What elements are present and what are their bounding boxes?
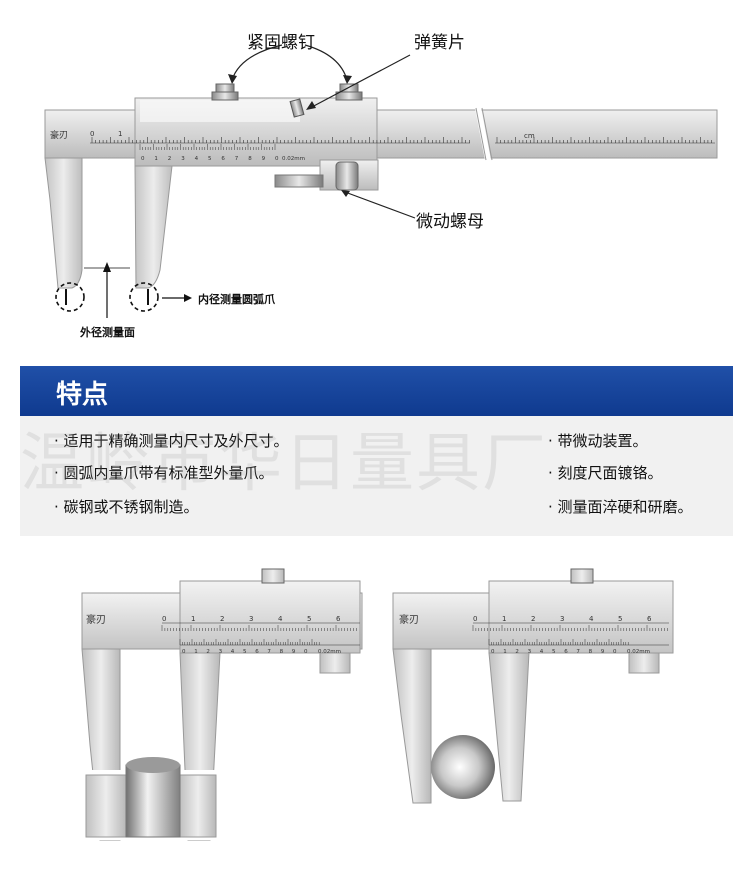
- scale-number: 5: [307, 615, 311, 623]
- scale-number: 4: [278, 615, 283, 623]
- vernier-number: 0: [613, 649, 617, 655]
- svg-text:0: 0: [90, 130, 94, 138]
- scale-number: 6: [221, 156, 225, 162]
- feature-right-2: · 刻度尺面镀铬。: [548, 464, 663, 482]
- features-title: 特点: [56, 380, 109, 410]
- feature-right-3: · 测量面淬硬和研磨。: [548, 498, 693, 516]
- scale-number: 0: [473, 615, 477, 623]
- vernier-number: 0: [182, 649, 186, 655]
- scale-number: 5: [618, 615, 622, 623]
- vernier-number: 9: [601, 649, 605, 655]
- label-fine-adjust-nut: 微动螺母: [416, 212, 484, 232]
- vernier-number: 1: [194, 649, 198, 655]
- example-ball-measurement: 豪刃 0 1 2 3 4 5 6 0 1 2 3 4 5 6 7 8 9 0 0.02mm: [385, 565, 685, 805]
- scale-number: 3: [249, 615, 253, 623]
- features-panel: · 适用于精确测量内尺寸及外尺寸。 · 圆弧内量爪带有标准型外量爪。 · 碳钢或…: [20, 416, 733, 536]
- scale-number: 0: [141, 156, 145, 162]
- vernier-number: 1: [503, 649, 507, 655]
- fine-adjust-nut-icon: [335, 161, 359, 191]
- label-lock-screw: 紧固螺钉: [247, 33, 315, 53]
- scale-number: 2: [168, 156, 172, 162]
- svg-text:1: 1: [118, 130, 122, 138]
- scale-number: 0: [275, 156, 279, 162]
- vernier-number: 7: [267, 649, 271, 655]
- scale-number: 7: [235, 156, 239, 162]
- scale-number: 2: [220, 615, 224, 623]
- fixed-jaw: [44, 157, 83, 289]
- scale-number: 1: [154, 156, 158, 162]
- vernier-number: 7: [576, 649, 580, 655]
- svg-text:豪刃: 豪刃: [50, 129, 68, 141]
- scale-number: 2: [531, 615, 535, 623]
- vernier-unit: 0.02mm: [282, 156, 305, 162]
- vernier-number: 0: [491, 649, 495, 655]
- scale-number: 9: [262, 156, 266, 162]
- scale-number: 1: [502, 615, 506, 623]
- features-banner: 特点: [20, 366, 733, 416]
- vernier-number: 3: [528, 649, 532, 655]
- svg-text:豪刃: 豪刃: [399, 613, 419, 626]
- vernier-number: 6: [255, 649, 259, 655]
- label-outer-face: 外径测量面: [80, 326, 135, 339]
- scale-number: 3: [181, 156, 185, 162]
- vernier-unit: 0.02mm: [627, 649, 650, 655]
- vernier-number: 5: [552, 649, 556, 655]
- vernier-number: 8: [280, 649, 284, 655]
- vernier-number: 3: [219, 649, 223, 655]
- scale-number: 6: [336, 615, 341, 623]
- svg-text:豪刃: 豪刃: [86, 613, 106, 626]
- vernier-number: 5: [243, 649, 247, 655]
- vernier-number: 2: [206, 649, 210, 655]
- example-ring-measurement: 豪刃 0 1 2 3 4 5 6 0 1 2 3 4 5 6 7 8 9 0 0.02mm: [70, 565, 370, 845]
- svg-text:cm: cm: [524, 132, 535, 140]
- vernier-number: 9: [292, 649, 296, 655]
- feature-left-1: · 适用于精确测量内尺寸及外尺寸。: [54, 432, 289, 450]
- vernier-unit: 0.02mm: [318, 649, 341, 655]
- scale-number: 5: [208, 156, 212, 162]
- moving-jaw: [134, 165, 173, 289]
- scale-number: 0: [162, 615, 166, 623]
- feature-left-3: · 碳钢或不锈钢制造。: [54, 498, 199, 516]
- vernier-number: 2: [515, 649, 519, 655]
- vernier-number: 4: [231, 649, 235, 655]
- label-spring-plate: 弹簧片: [414, 33, 465, 53]
- scale-number: 6: [647, 615, 652, 623]
- scale-number: 8: [248, 156, 252, 162]
- fine-adjust-screw: [274, 174, 324, 188]
- vernier-number: 6: [564, 649, 568, 655]
- scale-number: 4: [589, 615, 594, 623]
- feature-left-2: · 圆弧内量爪带有标准型外量爪。: [54, 464, 274, 482]
- vernier-number: 8: [589, 649, 593, 655]
- vernier-number: 4: [540, 649, 544, 655]
- scale-number: 3: [560, 615, 564, 623]
- watermark-text: 温岭市华日量具厂: [20, 427, 548, 492]
- feature-right-1: · 带微动装置。: [548, 432, 648, 450]
- scale-number: 1: [191, 615, 195, 623]
- vernier-number: 0: [304, 649, 308, 655]
- label-inner-jaw: 内径测量圆弧爪: [198, 293, 275, 306]
- scale-number: 4: [195, 156, 199, 162]
